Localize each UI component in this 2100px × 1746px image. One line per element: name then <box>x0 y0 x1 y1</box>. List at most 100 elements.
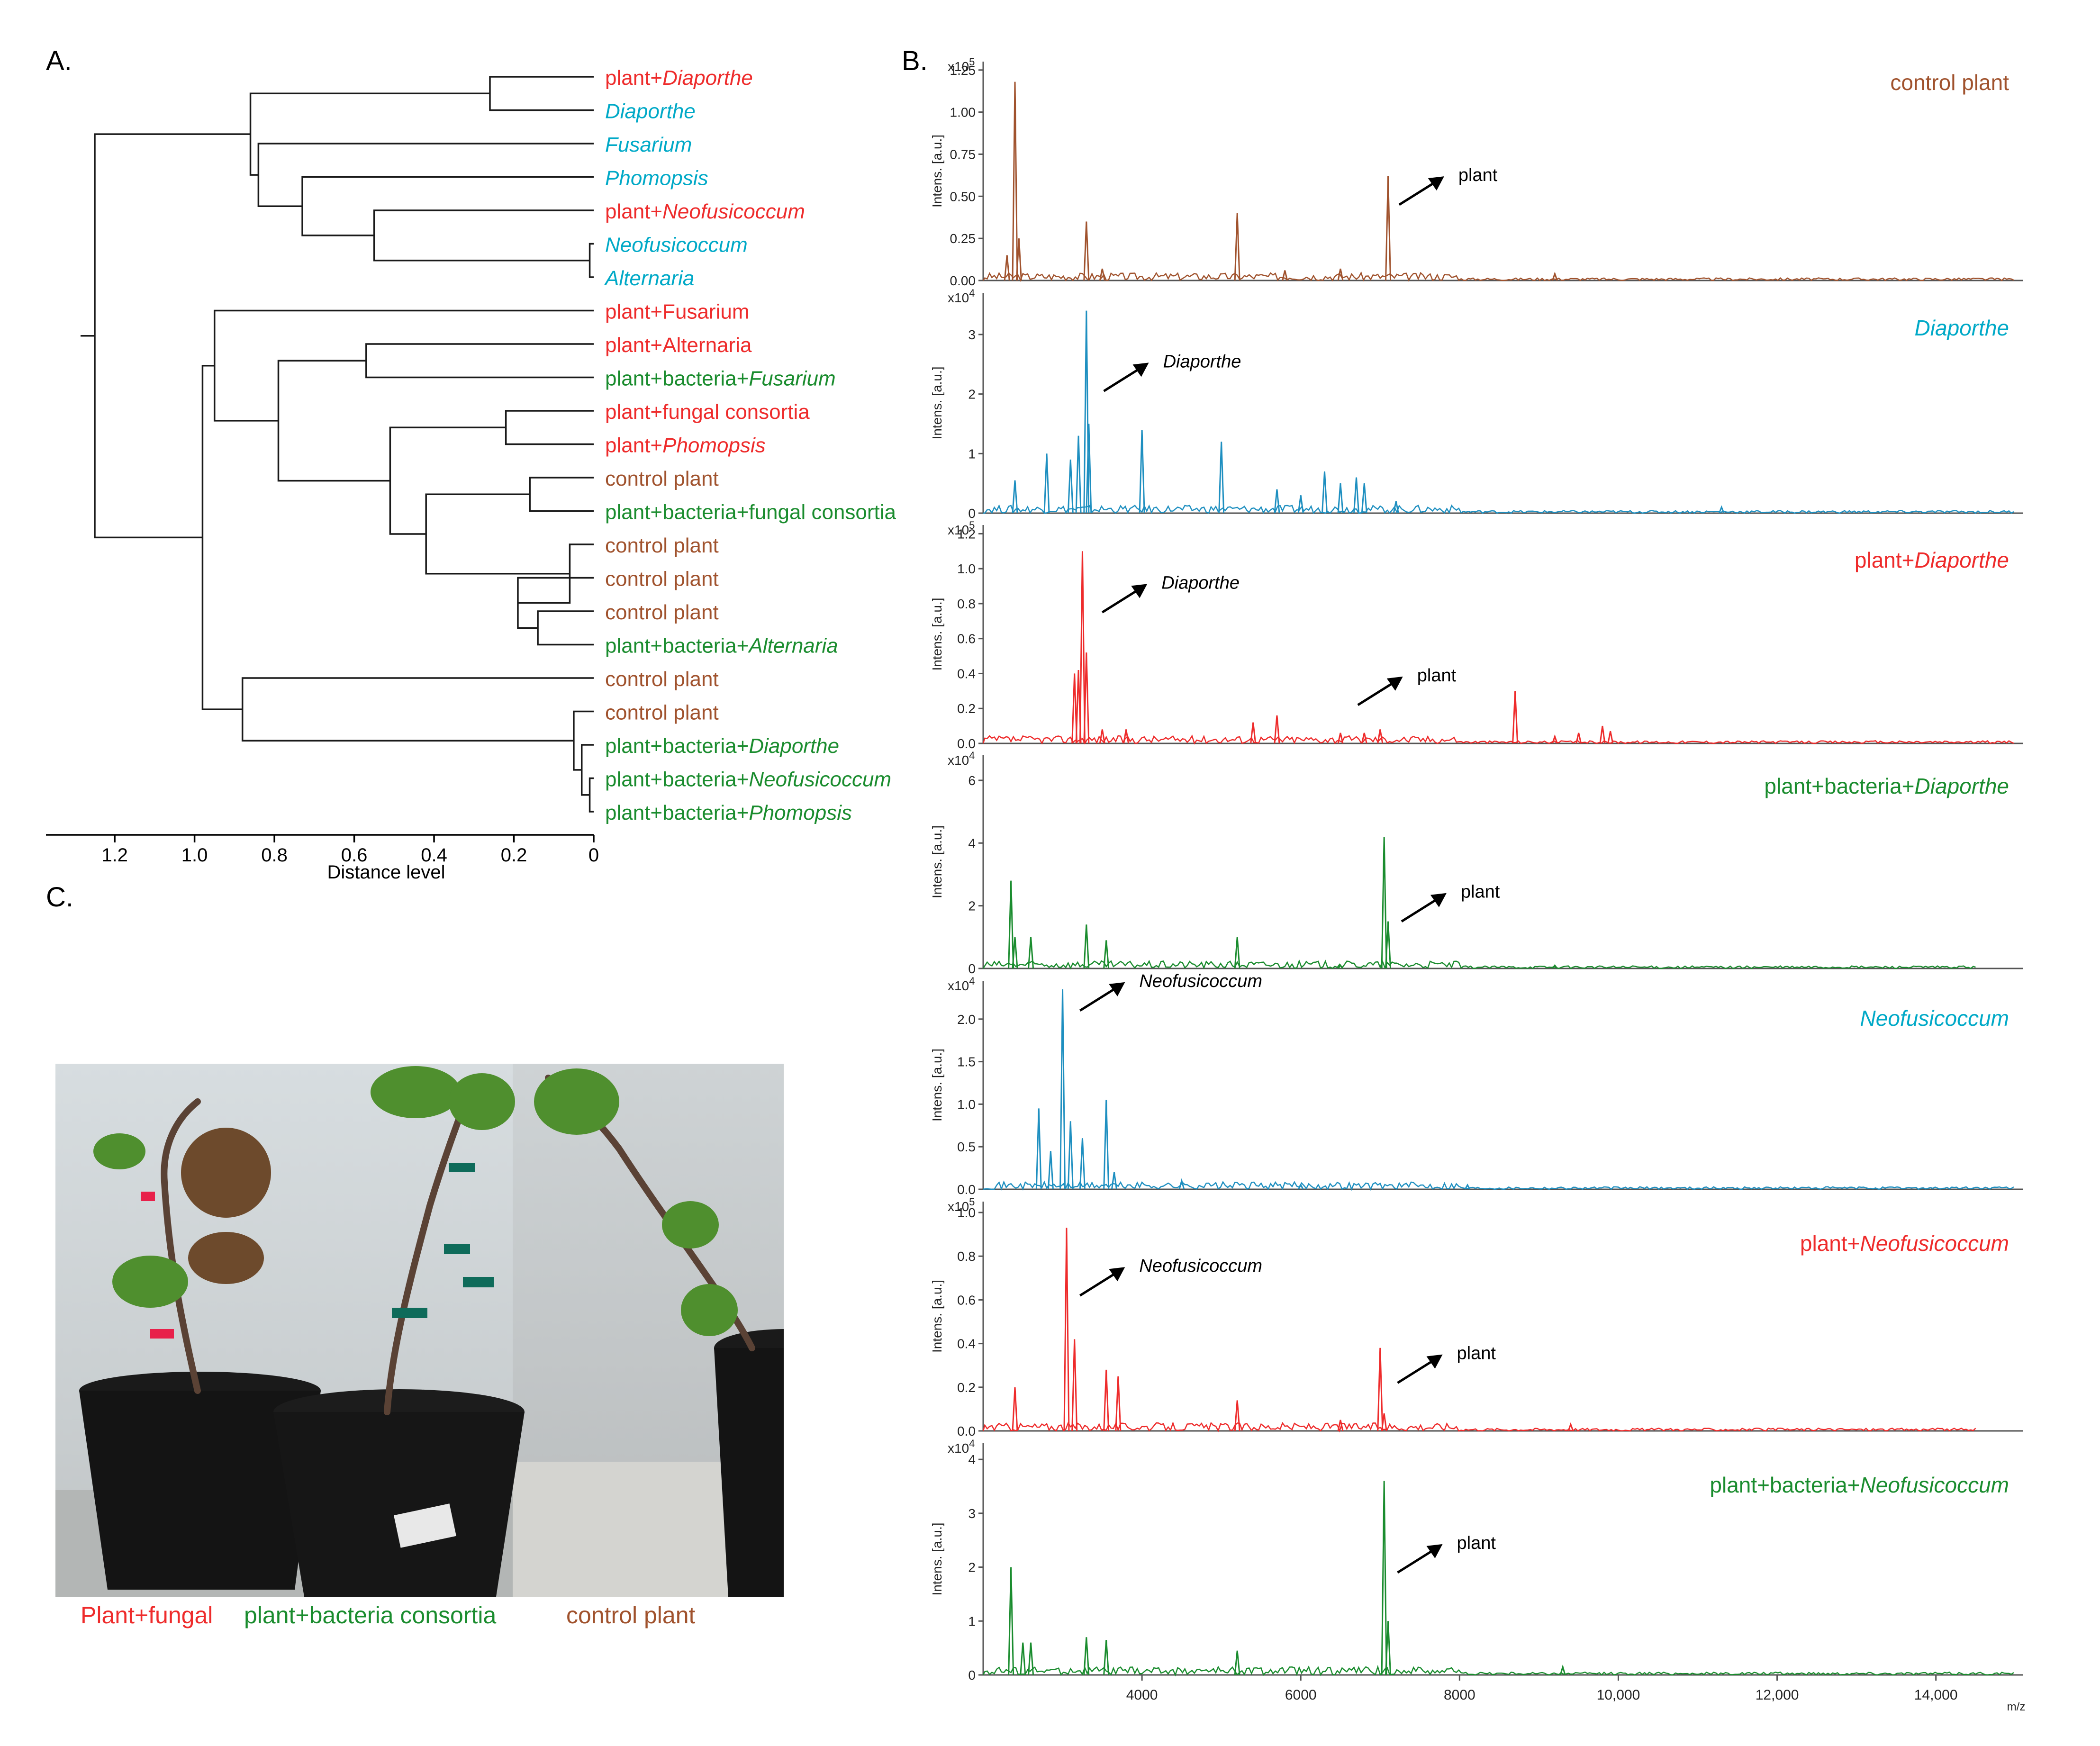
dendrogram-branch <box>257 143 594 207</box>
spectrum-title: control plant <box>1890 70 2009 95</box>
spectrum-title: plant+bacteria+Diaporthe <box>1764 774 2009 798</box>
spectrum-peak <box>1008 1567 1014 1675</box>
spectrum-baseline <box>982 734 2014 745</box>
spectrum-peak <box>1274 489 1280 514</box>
spectrum-title-part: Neofusicoccum <box>1860 1006 2009 1031</box>
dendrogram-branch <box>389 426 506 535</box>
leaf-label-part: plant+bacteria+fungal consortia <box>605 501 896 524</box>
spectrum-peak <box>1337 733 1344 744</box>
dendrogram-branch <box>588 243 594 278</box>
leaf-label-part: plant+fungal consortia <box>605 400 810 424</box>
spectrum-peak <box>1337 268 1344 281</box>
spectrum-peak <box>1377 1348 1384 1431</box>
spectrum-peak <box>1559 1664 1566 1675</box>
spectrum-peak <box>1123 729 1130 744</box>
spectrum-baseline <box>982 1421 1976 1433</box>
spectrum-peak <box>1599 725 1606 744</box>
spectrum-peak <box>1103 1639 1110 1675</box>
x-axis-title: Distance level <box>327 862 445 883</box>
caption-control-plant: control plant <box>566 1602 696 1628</box>
spectrum-peak <box>1083 221 1090 281</box>
y-tick-label: 0.75 <box>950 147 976 162</box>
spectrum-peak <box>1282 270 1288 281</box>
annotation-arrow <box>1079 1270 1120 1297</box>
annotation-label: plant <box>1458 165 1498 185</box>
leaf-label: control plant <box>605 701 719 724</box>
annotation-arrow <box>1101 587 1142 614</box>
leaf-label: control plant <box>605 467 719 490</box>
leaf-label-part: plant+bacteria+ <box>605 768 749 791</box>
spectrum-title: plant+Diaporthe <box>1855 548 2009 572</box>
annotation-label: plant <box>1417 666 1457 686</box>
arrow-head-icon <box>1131 584 1148 598</box>
y-tick-label: 0.8 <box>957 1249 976 1264</box>
panel-b-letter: B. <box>902 45 928 76</box>
y-tick-label: 0.2 <box>957 701 976 716</box>
y-tick-label: 2 <box>968 1560 976 1575</box>
spectrum-peak <box>1012 480 1018 514</box>
y-tick-label: 0 <box>968 961 976 976</box>
leaf-label: control plant <box>605 668 719 691</box>
leaf-label: Diaporthe <box>605 100 696 123</box>
spectrum-peak <box>1385 176 1392 281</box>
spectrum-peak <box>1274 715 1280 744</box>
y-tick-label: 1.0 <box>957 561 976 576</box>
x-tick-label: 0.6 <box>341 845 368 866</box>
scale-label: x105 <box>948 519 975 537</box>
leaf-label: Neofusicoccum <box>605 234 748 257</box>
annotation-arrow <box>1357 679 1398 706</box>
leaf-label-part: plant+bacteria+ <box>605 367 749 390</box>
annotation-label: plant <box>1457 1533 1496 1553</box>
pot-bacteria <box>273 1389 525 1597</box>
leaf-label: plant+bacteria+Alternaria <box>605 634 838 658</box>
dendrogram-branch <box>241 677 594 742</box>
scale-label: x105 <box>948 56 975 74</box>
arrow-head-icon <box>1109 982 1125 996</box>
spectrum-peak <box>1008 880 1014 969</box>
leaf-label-part: plant+ <box>605 434 662 457</box>
leaf-label: plant+bacteria+Diaporthe <box>605 734 839 758</box>
x-tick-label: 4000 <box>1126 1687 1158 1703</box>
leaf-label-part: Fusarium <box>605 133 692 156</box>
leaf-label-part: plant+ <box>605 66 662 90</box>
leaf-label: plant+fungal consortia <box>605 400 810 424</box>
leaf-label-part: plant+bacteria+ <box>605 801 749 824</box>
dendrogram-branch <box>489 76 594 111</box>
leaf-label: control plant <box>605 534 719 557</box>
annotation-label: Neofusicoccum <box>1139 971 1262 991</box>
leaf-label: plant+Neofusicoccum <box>605 200 805 223</box>
leaf-label-part: plant+Alternaria <box>605 334 752 357</box>
leaf-label-part: Neofusicoccum <box>605 234 748 257</box>
leaf-label: plant+Phomopsis <box>605 434 766 457</box>
spectrum-baseline <box>983 504 2014 515</box>
leaf-label-part: control plant <box>605 568 719 591</box>
x-tick-label: 10,000 <box>1597 1687 1640 1703</box>
leaf-label-part: plant+ <box>605 200 662 223</box>
y-tick-label: 0.0 <box>957 736 976 751</box>
spectrum-title-part: plant+ <box>1800 1231 1860 1256</box>
spectrum-peak <box>1139 430 1145 514</box>
spectrum-title: Neofusicoccum <box>1860 1006 2009 1031</box>
spectrum-peak <box>1353 477 1360 514</box>
spectrum-peak <box>1377 729 1384 744</box>
leaf-label: plant+Diaporthe <box>605 66 753 90</box>
dendrogram-branch <box>580 744 594 796</box>
leaf-label-part: Phomopsis <box>605 167 708 190</box>
y-tick-label: 6 <box>968 773 976 788</box>
scale-label: x105 <box>948 1196 975 1214</box>
spectrum-peak <box>1083 652 1090 744</box>
y-tick-label: 0.00 <box>950 273 976 288</box>
x-tick-label: 14,000 <box>1914 1687 1958 1703</box>
leaf-label-part: control plant <box>605 534 719 557</box>
spectrum-peak <box>1393 501 1399 514</box>
spectrum-peak <box>1103 940 1110 969</box>
spectrum-title: plant+Neofusicoccum <box>1800 1231 2009 1256</box>
spectrum-peak <box>1297 1183 1304 1190</box>
y-tick-label: 0.6 <box>957 632 976 646</box>
x-tick-label: 8000 <box>1444 1687 1475 1703</box>
